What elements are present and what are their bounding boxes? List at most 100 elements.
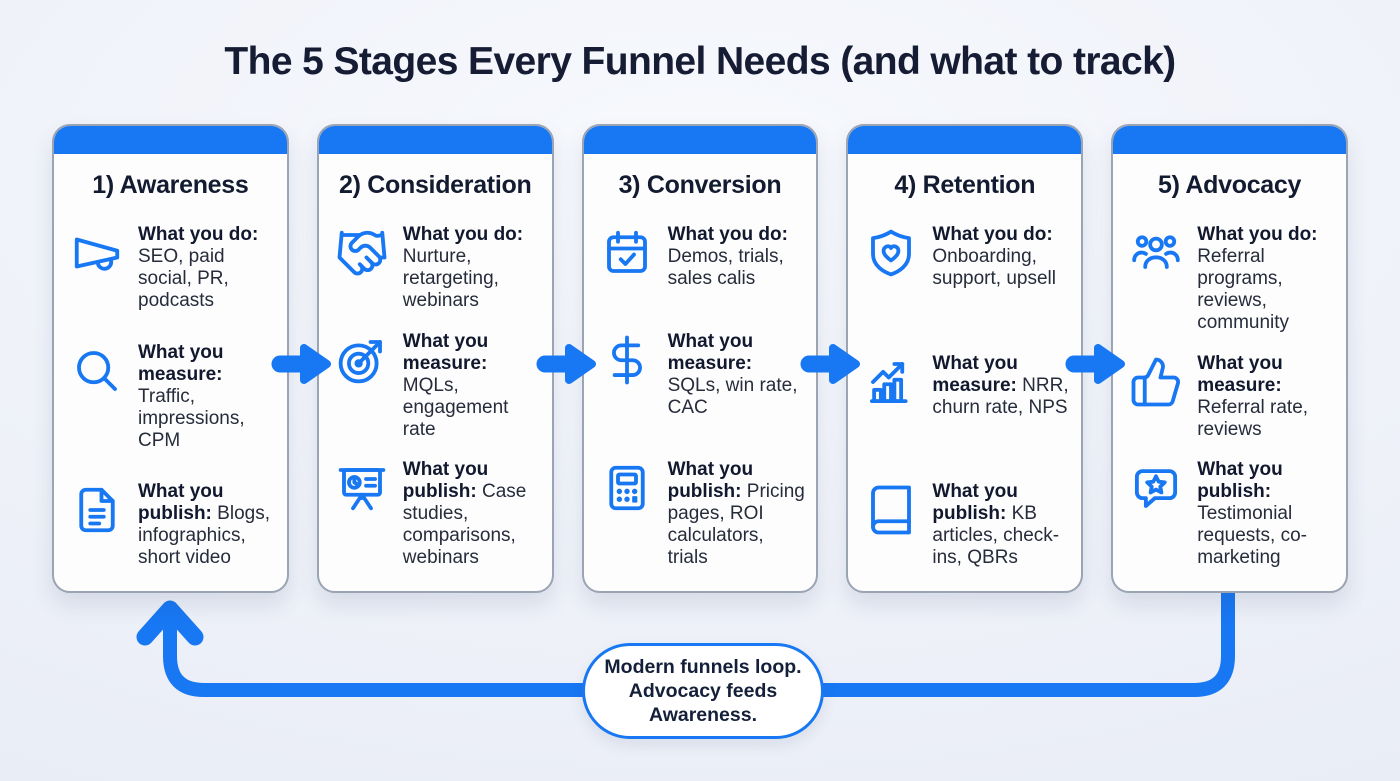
book-icon xyxy=(862,481,920,537)
section-content: Onboarding, support, upsell xyxy=(932,246,1056,289)
section-text: What you do: Nurture, retargeting, webin… xyxy=(403,224,542,312)
section-label: What you publish: xyxy=(402,459,489,502)
stage-title: 1) Awareness xyxy=(92,171,249,199)
section-text: What you do: SEO, paid social, PR, podca… xyxy=(138,224,277,312)
document-icon xyxy=(68,481,126,537)
section-label: What you measure: xyxy=(932,352,1018,396)
section-label: What you publish: xyxy=(932,481,1018,524)
section-label: What you measure: xyxy=(138,341,224,385)
section-text: What you measure: MQLs, engagement rate xyxy=(403,331,542,441)
section-label: What you publish: xyxy=(1197,459,1283,502)
card-body: What you do: SEO, paid social, PR, podca… xyxy=(54,200,287,591)
section-row: What you measure: NRR, churn rate, NPS xyxy=(862,353,1071,419)
stage-title: 5) Advocacy xyxy=(1158,171,1302,199)
presentation-icon xyxy=(333,459,391,515)
section-row: What you do: Demos, trials, sales calis xyxy=(598,224,807,290)
section-text: What you measure: Traffic, impressions, … xyxy=(138,342,277,452)
section-content: Testimonial requests, co-marketing xyxy=(1197,503,1308,568)
section-content: NRR, churn rate, NPS xyxy=(932,374,1069,418)
section-label: What you measure: xyxy=(1197,352,1283,396)
card-body: What you do: Nurture, retargeting, webin… xyxy=(319,200,552,591)
stage-card-conversion: 3) Conversion What you do: Demos, trials… xyxy=(581,124,819,593)
section-text: What you publish: Case studies, comparis… xyxy=(403,459,542,569)
section-row: What you measure: SQLs, win rate, CAC xyxy=(598,331,807,419)
section-content: Case studies, comparisons, webinars xyxy=(402,481,527,568)
stage-card-awareness: 1) Awareness What you do: SEO, paid soci… xyxy=(52,124,289,593)
stage-cards: 1) Awareness What you do: SEO, paid soci… xyxy=(52,124,1348,593)
section-text: What you publish: Testimonial requests, … xyxy=(1197,459,1336,569)
section-label: What you do: xyxy=(932,224,1053,245)
shield-heart-icon xyxy=(862,224,920,280)
section-label: What you do: xyxy=(1197,224,1318,245)
section-content: Demos, trials, sales calis xyxy=(667,246,784,289)
section-label: What you publish: xyxy=(138,481,224,524)
stage-card-retention: 4) Retention What you do: Onboarding, su… xyxy=(846,124,1084,593)
loop-note-line: Awareness. xyxy=(648,704,758,726)
flow-arrow-icon xyxy=(536,344,596,384)
section-row: What you do: Onboarding, support, upsell xyxy=(862,224,1071,290)
section-row: What you publish: Testimonial requests, … xyxy=(1127,459,1336,569)
card-body: What you do: Demos, trials, sales calis … xyxy=(584,200,817,591)
target-icon xyxy=(333,331,391,387)
section-content: Traffic, impressions, CPM xyxy=(138,385,245,451)
section-text: What you measure: SQLs, win rate, CAC xyxy=(668,331,807,419)
loop-note-line: Advocacy feeds xyxy=(628,680,778,702)
section-text: What you do: Onboarding, support, upsell xyxy=(932,224,1071,290)
flow-arrow-icon xyxy=(271,344,331,384)
card-header-bar xyxy=(1113,126,1346,154)
section-content: KB articles, check-ins, QBRs xyxy=(932,503,1060,568)
section-content: SEO, paid social, PR, podcasts xyxy=(138,246,229,311)
stage-title: 3) Conversion xyxy=(618,171,782,199)
section-row: What you do: Nurture, retargeting, webin… xyxy=(333,224,542,312)
growth-chart-icon xyxy=(862,353,920,409)
loop-note-pill: Modern funnels loop. Advocacy feeds Awar… xyxy=(582,643,824,739)
card-header-bar xyxy=(848,126,1082,154)
loop-note-line: Modern funnels loop. xyxy=(604,656,802,678)
section-text: What you publish: KB articles, check-ins… xyxy=(932,481,1071,569)
section-row: What you do: SEO, paid social, PR, podca… xyxy=(68,224,277,312)
stage-title: 2) Consideration xyxy=(338,171,532,199)
section-content: Referral rate, reviews xyxy=(1197,396,1309,440)
section-label: What you measure: xyxy=(667,330,754,374)
calculator-icon xyxy=(598,459,656,515)
search-icon xyxy=(68,342,126,398)
section-text: What you publish: Pricing pages, ROI cal… xyxy=(668,459,807,569)
section-row: What you do: Referral programs, reviews,… xyxy=(1127,224,1336,334)
section-row: What you publish: Blogs, infographics, s… xyxy=(68,481,277,569)
handshake-icon xyxy=(333,224,391,280)
section-content: Blogs, infographics, short video xyxy=(138,503,270,568)
section-row: What you measure: MQLs, engagement rate xyxy=(333,331,542,441)
section-row: What you publish: Pricing pages, ROI cal… xyxy=(598,459,807,569)
section-label: What you do: xyxy=(667,224,788,245)
page-title: The 5 Stages Every Funnel Needs (and wha… xyxy=(224,40,1176,83)
card-header-bar xyxy=(318,126,552,154)
section-text: What you do: Demos, trials, sales calis xyxy=(668,224,807,290)
section-row: What you publish: Case studies, comparis… xyxy=(333,459,542,569)
section-text: What you measure: Referral rate, reviews xyxy=(1197,353,1336,441)
section-row: What you measure: Traffic, impressions, … xyxy=(68,342,277,452)
section-text: What you publish: Blogs, infographics, s… xyxy=(138,481,277,569)
megaphone-icon xyxy=(68,224,126,280)
section-content: MQLs, engagement rate xyxy=(402,374,509,440)
people-icon xyxy=(1127,224,1185,280)
star-bubble-icon xyxy=(1127,459,1185,515)
section-row: What you publish: KB articles, check-ins… xyxy=(862,481,1071,569)
section-content: Pricing pages, ROI calculators, trials xyxy=(667,481,805,568)
card-header-bar xyxy=(583,126,817,154)
section-label: What you publish: xyxy=(667,459,754,502)
stage-card-consideration: 2) Consideration What you do: Nurture, r… xyxy=(316,124,554,593)
stage-card-advocacy: 5) Advocacy What you do: Referral progra… xyxy=(1111,124,1348,593)
thumbs-up-icon xyxy=(1127,353,1185,409)
section-content: Nurture, retargeting, webinars xyxy=(402,246,499,311)
card-body: What you do: Onboarding, support, upsell… xyxy=(848,200,1081,591)
flow-arrow-icon xyxy=(800,344,860,384)
section-label: What you do: xyxy=(402,224,524,245)
section-row: What you measure: Referral rate, reviews xyxy=(1127,353,1336,441)
section-content: Referral programs, reviews, community xyxy=(1197,246,1290,333)
stage-title: 4) Retention xyxy=(894,171,1036,199)
section-text: What you do: Referral programs, reviews,… xyxy=(1197,224,1336,334)
section-label: What you do: xyxy=(138,224,259,245)
card-header-bar xyxy=(54,126,287,154)
calendar-check-icon xyxy=(598,224,656,280)
card-body: What you do: Referral programs, reviews,… xyxy=(1113,200,1346,591)
